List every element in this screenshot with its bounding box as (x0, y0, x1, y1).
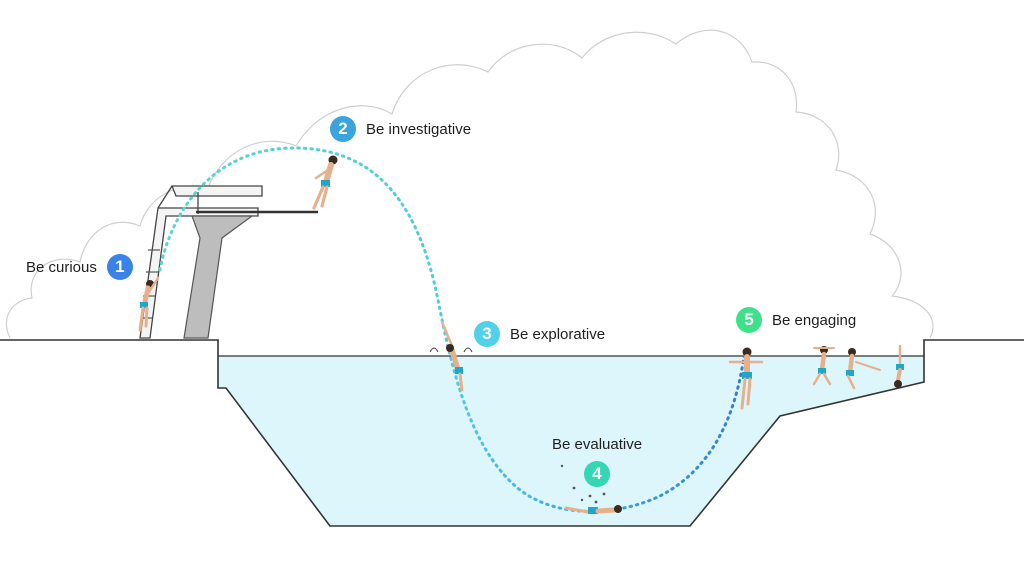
diver-entering-water (429, 320, 473, 392)
step-2: 2 Be investigative (330, 116, 471, 142)
swimmers-group (812, 344, 904, 390)
step-2-badge: 2 (330, 116, 356, 142)
step-4-badge: 4 (584, 461, 611, 487)
pool-outline (0, 339, 1024, 527)
diver-climbing (138, 276, 160, 332)
step-1: 1 Be curious (26, 254, 133, 280)
diver-gliding (560, 464, 622, 514)
step-4: Be evaluative 4 (552, 436, 642, 487)
diver-jumping (312, 155, 338, 210)
step-2-label: Be investigative (366, 120, 472, 138)
diver-surfacing (728, 347, 764, 410)
step-1-badge: 1 (106, 254, 133, 280)
step-5: 5 Be engaging (736, 307, 856, 333)
step-5-label: Be engaging (772, 311, 857, 329)
cloud-outline (5, 29, 934, 339)
step-1-label: Be curious (26, 258, 97, 276)
step-3: 3 Be explorative (474, 321, 605, 347)
step-4-label: Be evaluative (552, 436, 643, 453)
step-3-badge: 3 (474, 321, 500, 347)
step-5-badge: 5 (736, 307, 762, 333)
dive-trajectory (158, 146, 746, 513)
step-3-label: Be explorative (510, 325, 606, 343)
diving-tower (139, 185, 318, 339)
